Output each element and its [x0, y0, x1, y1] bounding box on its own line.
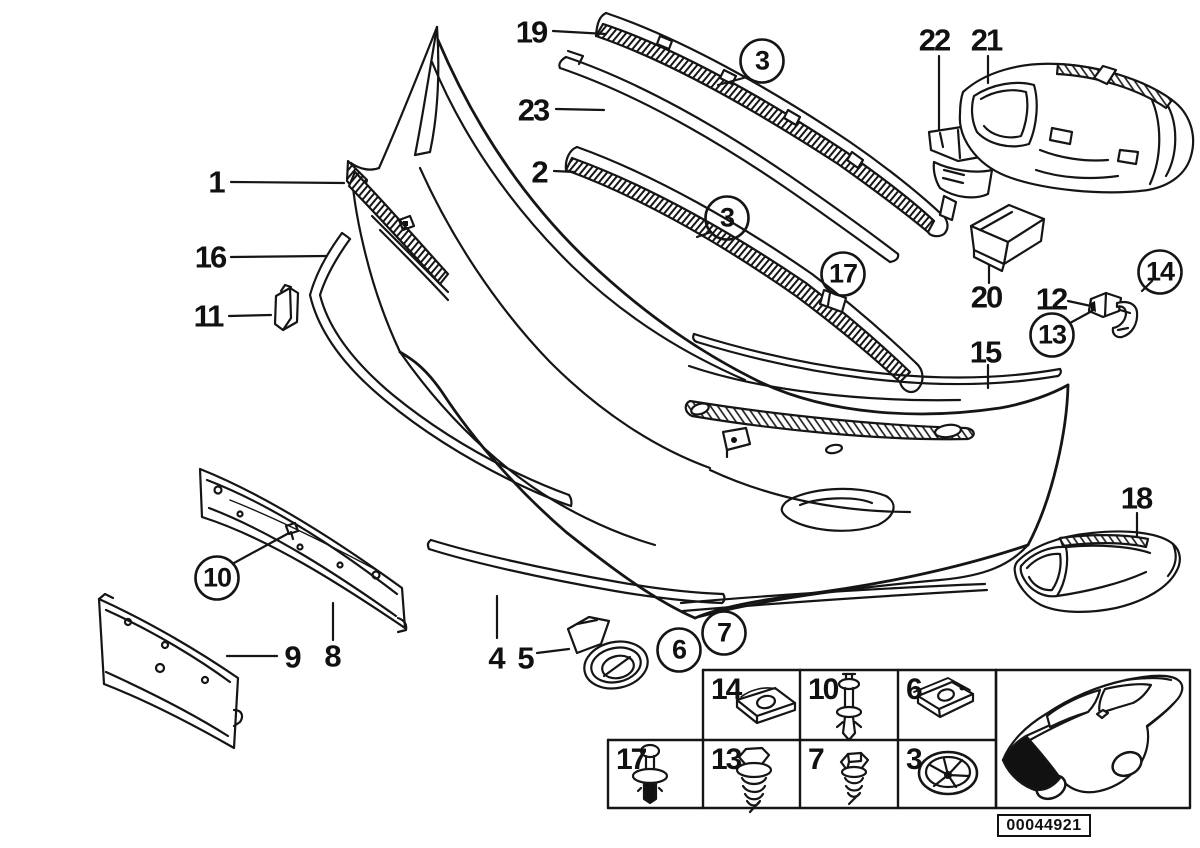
lower-grille-part [564, 145, 924, 394]
callout-circle-7c[interactable] [701, 610, 747, 656]
callout-10c[interactable]: 10 [202, 562, 232, 593]
callout-19[interactable]: 19 [515, 14, 549, 50]
callout-1[interactable]: 1 [208, 164, 225, 200]
callout-13c[interactable]: 13 [1037, 319, 1067, 350]
callout-circle-17c[interactable] [820, 251, 866, 297]
callout-17c[interactable]: 17 [828, 258, 858, 289]
upper-trim-strip-part [558, 49, 900, 264]
callout-circle-3b[interactable] [704, 195, 750, 241]
diagram-number: 00044921 [997, 814, 1091, 837]
callout-7c[interactable]: 7 [716, 617, 732, 648]
leader-line-13c [1068, 309, 1094, 325]
bumper-trim-strip-part [692, 332, 1062, 386]
fastener-cell-number-7: 7 [808, 743, 825, 776]
sedan-front-bumper-highlight-icon [1001, 674, 1184, 801]
leader-line-23 [554, 107, 606, 112]
callout-21[interactable]: 21 [970, 22, 1004, 58]
leader-line-14c [1140, 279, 1154, 293]
fastener-cell-number-13: 13 [711, 743, 742, 776]
leader-line-2 [552, 169, 577, 174]
retaining-clip-part [1087, 291, 1139, 339]
fastener-cell-number-14: 14 [711, 673, 742, 706]
callout-3a[interactable]: 3 [754, 45, 770, 76]
expanding-rivet-icon [835, 672, 863, 742]
fog-lamp-surround-part [566, 615, 649, 690]
callout-18[interactable]: 18 [1120, 480, 1154, 516]
upper-grille-part [594, 11, 958, 238]
c-clip-nut-icon [913, 677, 975, 719]
fastener-cell-number-17: 17 [616, 743, 647, 776]
fastener-cell-number-6: 6 [906, 673, 923, 706]
callout-23[interactable]: 23 [517, 92, 551, 128]
speed-nut-clip-icon [735, 686, 797, 725]
callout-16[interactable]: 16 [194, 239, 228, 275]
air-deflector-part [969, 203, 1046, 273]
callout-6c[interactable]: 6 [671, 634, 687, 665]
callout-5[interactable]: 5 [517, 640, 534, 676]
callout-circle-3a[interactable] [739, 38, 785, 84]
fastener-legend-table [606, 668, 1192, 810]
callout-3b[interactable]: 3 [719, 202, 735, 233]
leader-line-1 [229, 180, 346, 185]
callout-11[interactable]: 11 [193, 298, 225, 334]
callout-22[interactable]: 22 [918, 22, 952, 58]
callout-circle-13c[interactable] [1029, 312, 1075, 358]
callout-8[interactable]: 8 [324, 638, 341, 674]
brake-air-duct-lower-part [1013, 530, 1181, 613]
brake-air-duct-right-part [958, 62, 1195, 194]
leader-line-19 [551, 29, 608, 36]
callout-20[interactable]: 20 [970, 279, 1004, 315]
leader-line-12 [1066, 299, 1093, 308]
licence-plate-filler-part [97, 592, 244, 750]
flange-rivet-pin-icon [631, 743, 669, 805]
fastener-cell-number-10: 10 [808, 673, 839, 706]
leader-line-10c [232, 531, 291, 565]
callout-circle-14c[interactable] [1137, 249, 1183, 295]
fastener-cell-number-3: 3 [906, 743, 923, 776]
spoiler-strip-part [426, 538, 726, 605]
leader-lines-layer [194, 29, 1183, 673]
licence-plate-base-part [198, 467, 408, 634]
callout-14c[interactable]: 14 [1145, 256, 1175, 287]
leader-line-5 [535, 647, 571, 655]
leader-line-3b [695, 230, 713, 239]
hex-screw-washer-icon [735, 746, 773, 814]
callout-9[interactable]: 9 [284, 639, 301, 675]
callout-15[interactable]: 15 [969, 334, 1003, 370]
callout-circle-10c[interactable] [194, 555, 240, 601]
bumper-cover-part [345, 25, 1070, 620]
tow-hook-cover-part [273, 283, 300, 332]
callout-12[interactable]: 12 [1035, 281, 1069, 317]
leader-line-3a [716, 75, 749, 87]
callout-2[interactable]: 2 [531, 154, 548, 190]
leader-line-16 [229, 254, 328, 259]
leader-line-11 [227, 313, 273, 318]
callout-4[interactable]: 4 [488, 640, 505, 676]
hex-screw-icon [839, 751, 870, 806]
side-trim-strip-part [308, 231, 573, 508]
grommet-washer-icon [917, 750, 979, 796]
callout-circle-6c[interactable] [656, 627, 702, 673]
